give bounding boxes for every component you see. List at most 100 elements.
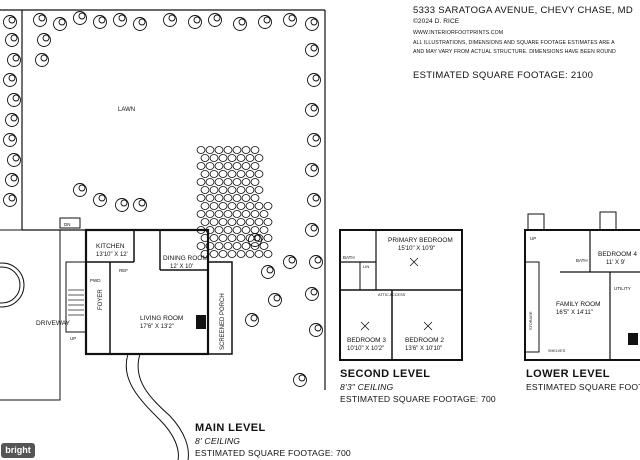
tree-icon bbox=[3, 133, 17, 147]
disclaimer-line-2: AND MAY VARY FROM ACTUAL STRUCTURE. DIME… bbox=[413, 49, 616, 55]
tree-icon bbox=[208, 13, 222, 27]
second-level-sqft: ESTIMATED SQUARE FOOTAGE: 700 bbox=[340, 394, 496, 404]
tree-icon-detail bbox=[213, 14, 221, 22]
stone-icon bbox=[196, 242, 206, 250]
stone-icon bbox=[227, 234, 237, 242]
stone-icon bbox=[227, 218, 237, 226]
stone-icon bbox=[200, 202, 210, 210]
stone-icon bbox=[250, 226, 260, 234]
lower-level-fixtures bbox=[628, 333, 638, 345]
tree-icon-detail bbox=[8, 134, 16, 142]
stone-icon bbox=[196, 194, 206, 202]
utility-label: UTILITY bbox=[614, 286, 631, 291]
lower-level-title: LOWER LEVEL bbox=[526, 368, 610, 380]
stone-icon bbox=[263, 218, 273, 226]
stone-icon bbox=[196, 162, 206, 170]
tree-icon bbox=[7, 153, 21, 167]
tree-icon-detail bbox=[118, 14, 126, 22]
stone-icon bbox=[250, 162, 260, 170]
tree-icon-detail bbox=[12, 54, 20, 62]
stone-icon bbox=[245, 250, 255, 258]
tree-icon-detail bbox=[58, 18, 66, 26]
second-level-plan bbox=[339, 229, 463, 361]
stone-icon bbox=[241, 146, 251, 154]
main-level-sqft: ESTIMATED SQUARE FOOTAGE: 700 bbox=[195, 448, 351, 458]
tree-icon bbox=[245, 313, 259, 327]
stone-icon bbox=[245, 154, 255, 162]
stone-icon bbox=[254, 154, 264, 162]
fireplace bbox=[196, 315, 206, 329]
tree-icon-detail bbox=[266, 266, 274, 274]
driveway bbox=[0, 229, 61, 401]
tree-icon bbox=[305, 163, 319, 177]
tree-icon-detail bbox=[314, 324, 322, 332]
website-link[interactable]: WWW.INTERIORFOOTPRINTS.COM bbox=[413, 30, 504, 36]
stone-icon bbox=[209, 218, 219, 226]
second-level-title: SECOND LEVEL bbox=[340, 368, 431, 380]
tree-icon-detail bbox=[193, 16, 201, 24]
foyer-label: FOYER bbox=[98, 289, 104, 310]
bright-watermark-logo: bright bbox=[1, 443, 35, 458]
tree-icon-detail bbox=[8, 16, 16, 24]
main-level-stairs bbox=[68, 289, 84, 316]
stone-icon bbox=[232, 194, 242, 202]
stone-icon bbox=[200, 186, 210, 194]
stone-icon bbox=[223, 242, 233, 250]
tree-icon-detail bbox=[273, 294, 281, 302]
stone-icon bbox=[232, 162, 242, 170]
tree-icon bbox=[93, 193, 107, 207]
tree-icon-detail bbox=[120, 199, 128, 207]
stone-icon bbox=[205, 162, 215, 170]
tree-icon bbox=[261, 265, 275, 279]
copyright: ©2024 D. RICE bbox=[413, 18, 460, 25]
tree-icon bbox=[5, 173, 19, 187]
stone-icon bbox=[209, 250, 219, 258]
tree-icon bbox=[3, 193, 17, 207]
attic-label: ATTIC ACCESS bbox=[378, 293, 406, 297]
tree-icon bbox=[3, 15, 17, 29]
stone-icon bbox=[196, 146, 206, 154]
tree-icon bbox=[35, 53, 49, 67]
stone-icon bbox=[241, 178, 251, 186]
stone-icon bbox=[218, 186, 228, 194]
stone-icon bbox=[214, 242, 224, 250]
tree-icon bbox=[283, 13, 297, 27]
tree-icon bbox=[73, 11, 87, 25]
tree-icon bbox=[7, 53, 21, 67]
stone-icon bbox=[196, 178, 206, 186]
stone-icon bbox=[250, 242, 260, 250]
stone-icon bbox=[200, 218, 210, 226]
stone-icon bbox=[254, 170, 264, 178]
stone-icon bbox=[254, 218, 264, 226]
stone-icon bbox=[209, 154, 219, 162]
tree-icon bbox=[5, 33, 19, 47]
tree-icon-detail bbox=[10, 34, 18, 42]
stone-icon bbox=[200, 154, 210, 162]
tree-icon bbox=[93, 15, 107, 29]
tree-icon-detail bbox=[288, 256, 296, 264]
stone-icon bbox=[241, 210, 251, 218]
tree-icon-detail bbox=[78, 12, 86, 20]
tree-icon-detail bbox=[314, 256, 322, 264]
tree-icon bbox=[309, 255, 323, 269]
tree-icon-detail bbox=[310, 164, 318, 172]
tree-icon-detail bbox=[138, 199, 146, 207]
tree-icon bbox=[53, 17, 67, 31]
stone-patio bbox=[196, 146, 273, 258]
stone-icon bbox=[227, 170, 237, 178]
second-level-ceiling: 8'3" CEILING bbox=[340, 382, 394, 392]
main-level-plan bbox=[59, 217, 233, 356]
stone-icon bbox=[227, 202, 237, 210]
stone-icon bbox=[232, 210, 242, 218]
circular-planter bbox=[0, 262, 25, 308]
stone-icon bbox=[245, 218, 255, 226]
tree-icon-detail bbox=[10, 114, 18, 122]
bedroom2-dim: 13'6" X 10'10" bbox=[405, 346, 442, 352]
tree-icon-detail bbox=[42, 34, 50, 42]
lin-label: LIN bbox=[363, 264, 369, 269]
bedroom4-dim: 11' X 9' bbox=[606, 260, 625, 266]
family-room-dim: 16'5" X 14'11" bbox=[556, 310, 593, 316]
stone-icon bbox=[209, 170, 219, 178]
stone-icon bbox=[223, 210, 233, 218]
